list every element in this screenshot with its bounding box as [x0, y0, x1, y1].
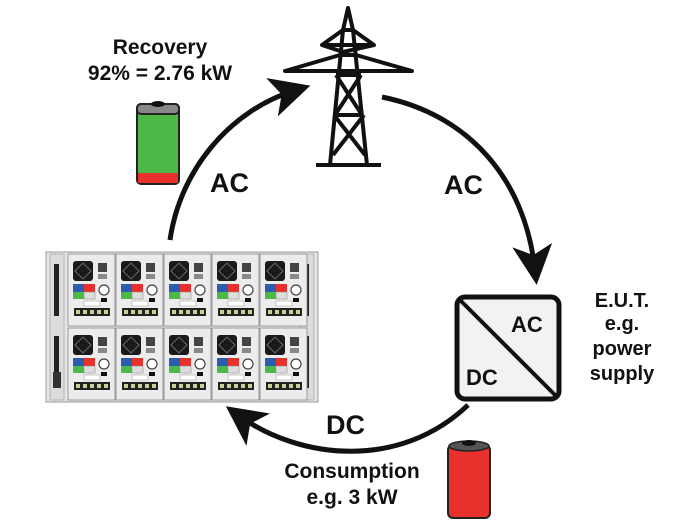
eut-converter-icon: [454, 294, 562, 402]
fan-icon: [121, 335, 141, 355]
fan-icon: [73, 261, 93, 281]
knob-icon: [242, 358, 254, 370]
power-switch: [53, 372, 61, 388]
power-pylon-icon: [283, 6, 414, 167]
load-module: [67, 327, 116, 401]
load-module: [115, 253, 164, 327]
load-module: [259, 253, 308, 327]
knob-icon: [242, 284, 254, 296]
load-module: [211, 327, 260, 401]
load-module: [115, 327, 164, 401]
fan-icon: [217, 261, 237, 281]
rack-handle: [54, 336, 59, 388]
recovery-battery-icon: [136, 101, 180, 185]
knob-icon: [290, 284, 302, 296]
eut-dc-label: DC: [466, 365, 498, 390]
knob-icon: [194, 358, 206, 370]
recovery-title: Recovery: [112, 36, 208, 59]
eut-eg: e.g.: [604, 313, 640, 335]
knob-icon: [98, 284, 110, 296]
load-module: [163, 253, 212, 327]
load-module: [67, 253, 116, 327]
knob-icon: [194, 284, 206, 296]
arrow-ac-to-eut: [381, 94, 553, 285]
knob-icon: [146, 284, 158, 296]
consumption-value: e.g. 3 kW: [306, 486, 398, 509]
fan-icon: [169, 261, 189, 281]
knob-icon: [290, 358, 302, 370]
fan-icon: [217, 335, 237, 355]
consumption-title: Consumption: [284, 460, 420, 483]
label-ac-left: AC: [210, 168, 249, 198]
eut-power: power: [592, 338, 652, 360]
label-dc-bottom: DC: [326, 410, 365, 440]
rack-ear: [49, 253, 65, 401]
eut-ac-label: AC: [511, 312, 543, 337]
electronic-load-rack: [45, 251, 319, 403]
load-module: [259, 327, 308, 401]
fan-icon: [265, 335, 285, 355]
rack-handle: [54, 264, 59, 316]
fan-icon: [73, 335, 93, 355]
arrow-ac-to-grid: [167, 78, 311, 241]
fan-icon: [265, 261, 285, 281]
recovery-value: 92% = 2.76 kW: [87, 62, 233, 85]
arrow-dc-to-load: [225, 403, 470, 454]
knob-icon: [146, 358, 158, 370]
consumption-battery-icon: [447, 440, 491, 519]
knob-icon: [98, 358, 110, 370]
eut-supply: supply: [589, 363, 655, 385]
fan-icon: [121, 261, 141, 281]
eut-title: E.U.T.: [594, 290, 650, 312]
fan-icon: [169, 335, 189, 355]
load-module: [211, 253, 260, 327]
label-ac-right: AC: [444, 170, 483, 200]
load-module: [163, 327, 212, 401]
